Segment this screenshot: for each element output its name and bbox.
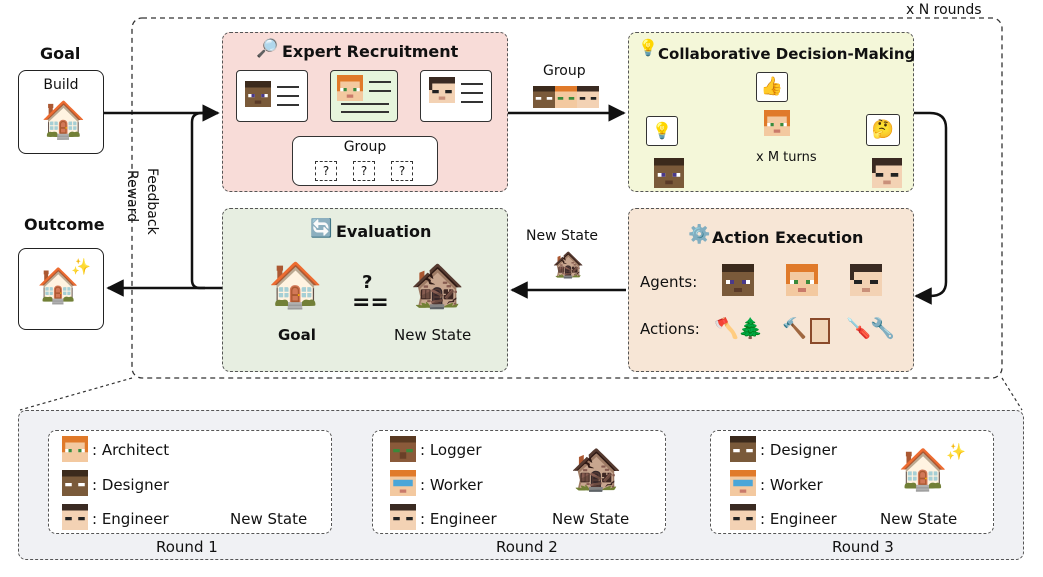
round-3-box [710,430,994,534]
reward-label: Reward [124,170,140,223]
compare-mark: ? [362,272,373,293]
villager-face-icon [62,504,88,530]
worker-face-icon [730,470,756,496]
goal-label: Goal [40,44,81,63]
round-state-label: New State [230,510,308,528]
arrow-collab-to-action [912,111,948,305]
round-1-box [48,430,332,534]
actions-label: Actions: [640,320,700,338]
action-execution-title: Action Execution [712,228,864,247]
round-title: Round 3 [832,538,894,556]
refresh-icon: 🔄 [310,218,333,239]
evaluation-panel [222,208,508,372]
recruitment-group-box: Group ? ? ? [292,136,438,186]
unknown-slot: ? [391,161,413,181]
round-role: : Logger [420,441,482,459]
damaged-house-icon: 🏚️ [570,444,623,493]
equals-sign: == [352,290,389,315]
group-label: Group [343,139,387,155]
round-role: : Architect [92,441,170,459]
round-title: Round 1 [156,538,218,556]
round-role: : Worker [420,476,483,494]
profile-card [236,70,308,122]
thinking-face-icon: 🤔 [866,114,900,146]
sparkling-house-icon: 🏠 [898,447,948,493]
eval-goal-label: Goal [278,326,316,344]
new-state-transfer-label: New State [526,228,599,244]
round-role: : Engineer [420,510,497,528]
idea-bubble-icon: 💡 [646,116,678,146]
alex-face-icon [764,110,790,136]
logger-face-icon [390,436,416,462]
screwdriver-icon: 🪛 [846,316,871,340]
hammer-icon: 🔨 [782,316,807,340]
alex-face-icon [786,264,818,296]
alex-face-icon [62,436,88,462]
round-role: : Designer [760,441,838,459]
group-faces [530,86,602,108]
unknown-slot: ? [315,161,337,181]
steve-face-icon [62,470,88,496]
feedback-loop-line [190,111,222,290]
damaged-house-icon: 🏚️ [410,260,465,311]
villager-face-icon [429,77,455,103]
round-state-label: New State [552,510,630,528]
steve-face-icon [654,158,684,188]
worker-face-icon [390,470,416,496]
steve-face-icon [730,436,756,462]
profile-card [330,70,398,122]
expert-recruitment-title: Expert Recruitment [282,42,459,61]
round-role: : Designer [92,476,170,494]
lightbulb-icon: 💡 [638,38,658,57]
steve-face-icon [722,264,754,296]
profile-card [420,70,492,122]
alex-face-icon [337,75,363,101]
villager-face-icon [390,504,416,530]
collab-title: Collaborative Decision-Making [658,45,916,63]
door-icon [810,318,830,344]
unknown-slot: ? [353,161,375,181]
villager-face-icon [850,264,882,296]
axe-icon: 🪓 [714,316,739,340]
round-role: : Engineer [92,510,169,528]
house-icon: 🏠 [41,100,86,141]
evaluation-title: Evaluation [336,222,432,241]
agents-label: Agents: [640,273,698,291]
group-faces-icon [533,86,599,108]
group-transfer-label: Group [543,63,586,79]
feedback-label: Feedback [144,168,160,235]
steve-face-icon [245,81,271,107]
outer-loop-frame [131,17,1003,379]
villager-face-icon [730,504,756,530]
thumbs-up-icon: 👍 [756,72,788,102]
goal-box: Build 🏠 [18,70,104,154]
sparkling-house-icon: 🏠 [37,266,80,306]
turns-label: x M turns [756,150,817,165]
eval-new-state-label: New State [394,326,472,344]
magnifier-icon: 🔎 [256,38,279,59]
sparkle-icon: ✨ [946,442,966,461]
outcome-box: 🏠 ✨ [18,248,104,330]
outcome-label: Outcome [24,215,105,234]
goal-house-icon: 🏠 [268,260,323,311]
goal-build-label: Build [43,77,79,93]
round-title: Round 2 [496,538,558,556]
round-role: : Worker [760,476,823,494]
wrench-icon: 🔧 [870,316,895,340]
round-2-box [372,430,666,534]
villager-face-icon [872,158,902,188]
sparkle-icon: ✨ [71,257,91,276]
round-role: : Engineer [760,510,837,528]
rounds-label: x N rounds [906,2,982,18]
gear-icon: ⚙️ [688,224,711,245]
damaged-house-icon: 🏚️ [552,250,585,280]
tree-icon: 🌲 [738,316,763,340]
round-state-label: New State [880,510,958,528]
